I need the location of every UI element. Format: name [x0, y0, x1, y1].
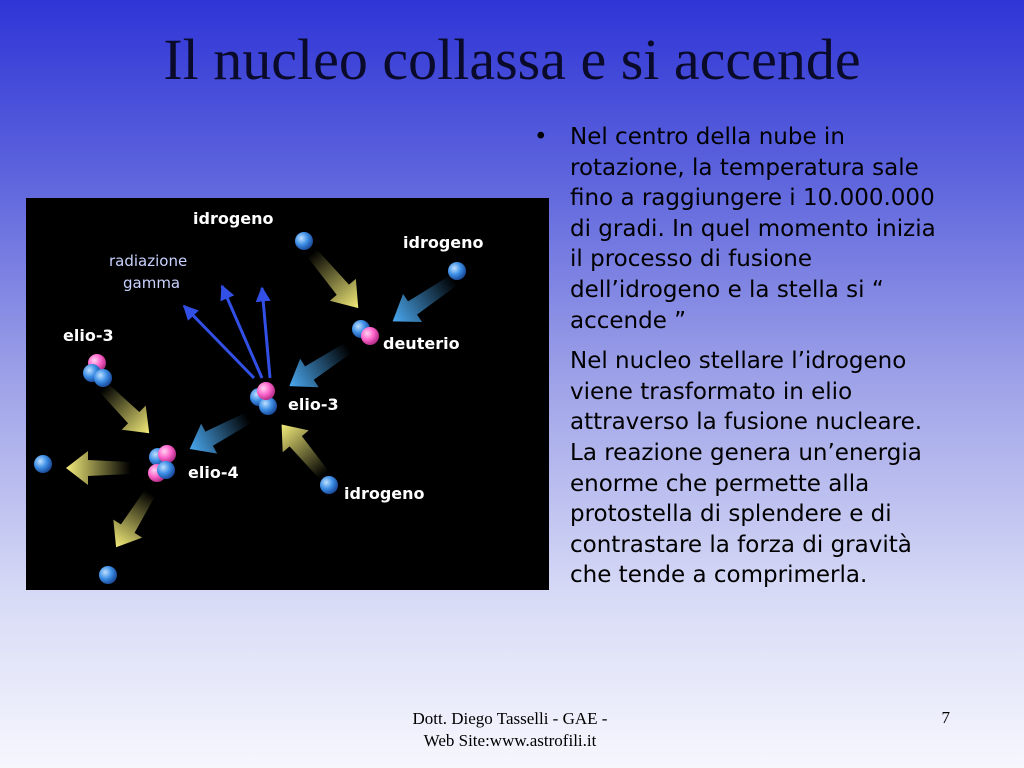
- label-deuterio: deuterio: [383, 334, 460, 353]
- yellow-arrow: [66, 451, 130, 485]
- paragraph-2-text: Nel nucleo stellare l’idrogeno viene tra…: [570, 348, 923, 589]
- label-elio3-center: elio-3: [288, 395, 339, 414]
- hydrogen-particle: [34, 455, 52, 473]
- slide-body: • Nel centro della nube in rotazione, la…: [530, 122, 950, 601]
- paragraph-1-text: Nel centro della nube in rotazione, la t…: [570, 124, 936, 334]
- yellow-arrow: [99, 383, 150, 434]
- helium3-nucleus: [83, 354, 112, 387]
- footer-website: Web Site:www.astrofili.it: [423, 731, 597, 750]
- label-idrogeno-right: idrogeno: [403, 233, 484, 252]
- label-radiazione: radiazione: [109, 252, 187, 270]
- bullet-marker: •: [534, 124, 548, 150]
- hydrogen-particle: [99, 566, 117, 584]
- label-idrogeno-top: idrogeno: [193, 209, 274, 228]
- yellow-arrow: [113, 489, 156, 548]
- paragraph-2: Nel nucleo stellare l’idrogeno viene tra…: [570, 346, 950, 591]
- label-idrogeno-bottom: idrogeno: [344, 484, 425, 503]
- gamma-ray: [182, 304, 256, 380]
- deuterium-nucleus: [352, 320, 379, 345]
- gamma-ray: [220, 284, 264, 379]
- helium3-nucleus: [250, 382, 277, 415]
- blue-arrow: [289, 342, 352, 388]
- label-elio3-left: elio-3: [63, 326, 114, 345]
- fusion-diagram-svg: idrogeno idrogeno idrogeno radiazione ga…: [34, 209, 484, 584]
- gamma-ray: [255, 286, 272, 379]
- blue-arrow: [392, 275, 458, 323]
- label-gamma: gamma: [123, 274, 180, 292]
- helium4-nucleus: [148, 445, 176, 482]
- page-number: 7: [941, 708, 951, 727]
- blue-arrow: [189, 412, 251, 454]
- paragraph-1: • Nel centro della nube in rotazione, la…: [534, 122, 950, 336]
- hydrogen-particle: [448, 262, 466, 280]
- yellow-arrow: [281, 424, 329, 479]
- slide-title: Il nucleo collassa e si accende: [163, 27, 861, 92]
- slide-footer: Dott. Diego Tasselli - GAE - Web Site:ww…: [390, 708, 630, 752]
- hydrogen-particle: [295, 232, 313, 250]
- gamma-rays: [182, 284, 272, 380]
- hydrogen-particle: [320, 476, 338, 494]
- footer-author: Dott. Diego Tasselli - GAE -: [412, 709, 608, 728]
- fusion-diagram: idrogeno idrogeno idrogeno radiazione ga…: [26, 198, 549, 590]
- yellow-arrow: [307, 249, 359, 309]
- label-elio4: elio-4: [188, 463, 239, 482]
